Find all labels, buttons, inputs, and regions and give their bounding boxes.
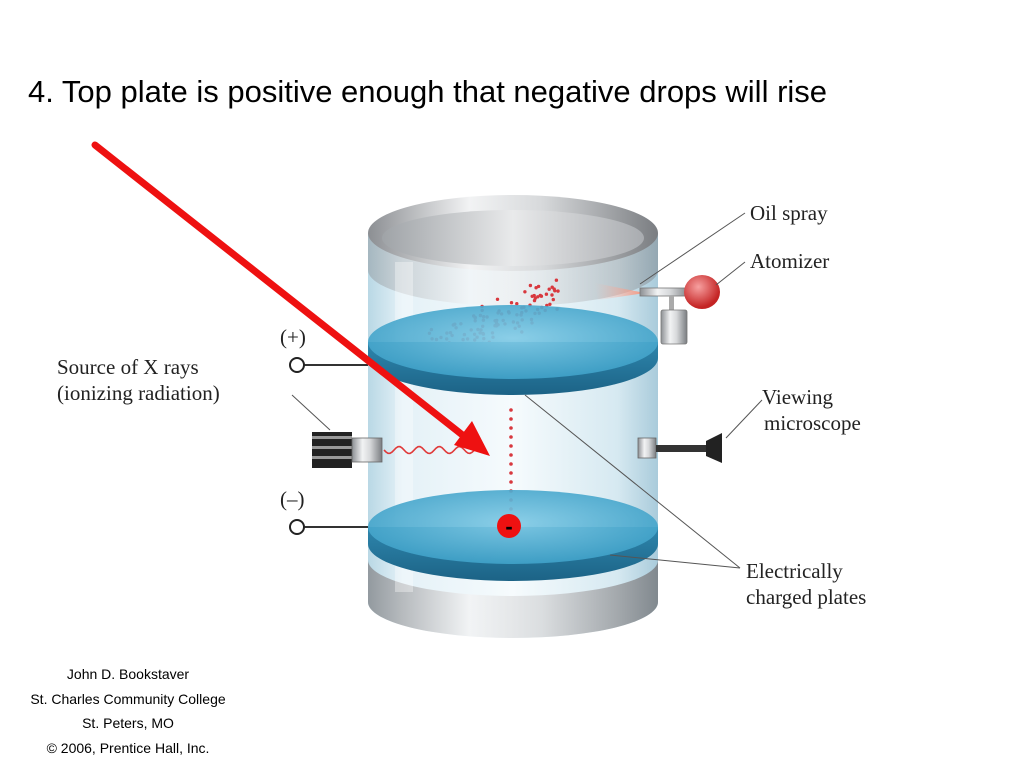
- credit-copyright: © 2006, Prentice Hall, Inc.: [46, 739, 210, 756]
- trail-droplet: [509, 462, 513, 466]
- trail-droplet: [509, 453, 513, 457]
- oil-droplet: [509, 301, 514, 305]
- oil-droplet: [556, 289, 560, 293]
- trail-droplet: [509, 426, 513, 430]
- oil-droplet: [495, 297, 500, 301]
- oil-droplet: [550, 285, 554, 289]
- credit-college: St. Charles Community College: [30, 690, 226, 707]
- oil-droplet: [536, 295, 540, 299]
- oil-droplet: [544, 292, 549, 296]
- viewing-microscope: [637, 433, 722, 463]
- microscope-label-line2: microscope: [764, 411, 861, 435]
- terminal-negative: [289, 519, 368, 535]
- x-ray-source: [312, 432, 479, 468]
- credit-location: St. Peters, MO: [82, 715, 174, 731]
- oil-droplet: [532, 293, 536, 298]
- atomizer-label: Atomizer: [750, 249, 829, 273]
- oil-spray-plume: [595, 283, 645, 300]
- trail-droplet: [509, 417, 513, 421]
- negative-terminal-label: (–): [280, 487, 305, 511]
- oil-droplet: [550, 293, 554, 297]
- negative-drop-marker: -: [497, 514, 521, 539]
- trail-droplet: [509, 471, 513, 475]
- terminal-positive: [289, 357, 368, 373]
- oil-droplet: [551, 297, 555, 302]
- oil-droplet: [548, 302, 552, 306]
- atomizer: [595, 275, 720, 345]
- oil-droplet: [515, 302, 519, 306]
- drop-charge-sign: -: [505, 514, 512, 539]
- oil-spray-label: Oil spray: [750, 201, 828, 225]
- trail-droplet: [509, 444, 513, 448]
- x-ray-beam: [383, 445, 479, 455]
- leader-lines: [291, 212, 763, 569]
- charged-plates-label-line2: charged plates: [746, 585, 866, 609]
- microscope-label-line1: Viewing: [762, 385, 834, 409]
- oil-droplet: [523, 290, 527, 294]
- trail-droplet: [509, 408, 513, 412]
- x-ray-source-label-line2: (ionizing radiation): [57, 381, 220, 405]
- oil-droplet: [532, 298, 537, 303]
- oil-droplet: [554, 278, 559, 282]
- credit-author: John D. Bookstaver: [66, 666, 190, 682]
- trail-droplet: [509, 480, 513, 484]
- charged-plates-label-line1: Electrically: [746, 559, 843, 583]
- credit-block: John D. Bookstaver St. Charles Community…: [0, 662, 256, 760]
- oil-droplet: [547, 287, 551, 291]
- top-plate: [368, 305, 658, 395]
- oil-droplet: [538, 293, 542, 298]
- oil-droplet: [528, 283, 533, 288]
- annotation-arrow: [91, 141, 490, 456]
- slide-title: 4. Top plate is positive enough that neg…: [28, 74, 828, 109]
- oil-droplet: [536, 284, 541, 289]
- atomizer-bulb: [684, 275, 720, 309]
- oil-droplet: [553, 289, 557, 293]
- positive-terminal-label: (+): [280, 325, 306, 349]
- trail-droplet: [509, 435, 513, 439]
- oil-droplet: [534, 286, 538, 290]
- x-ray-source-label-line1: Source of X rays: [57, 355, 199, 379]
